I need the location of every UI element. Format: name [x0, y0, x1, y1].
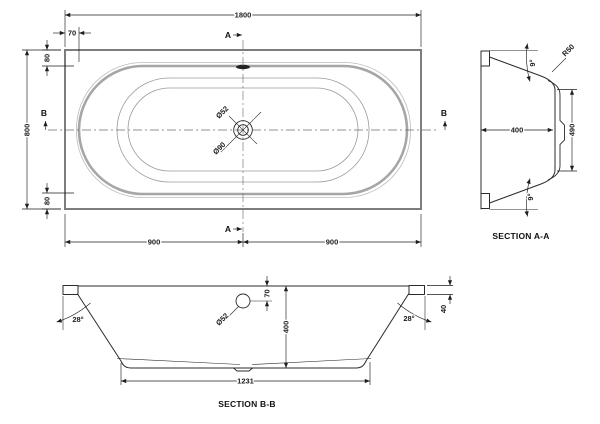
aa-base-label: 490 [568, 124, 577, 137]
bb-angle-left: 28° [56, 296, 91, 330]
bb-rim-edge-right [408, 285, 425, 295]
drain-outer-dia-label: Ø90 [211, 140, 227, 156]
aa-angle-top-label: 9° [528, 59, 537, 66]
overflow-mark [236, 64, 250, 70]
aa-angle-bottom-label: 9° [526, 193, 535, 200]
bb-dim-1231: 1231 [120, 362, 371, 387]
bb-dim-40: 40 [427, 276, 453, 314]
bb-rim-edge-left [62, 285, 79, 295]
aa-dim-400: 400 [481, 124, 553, 136]
tub-outer-rect [64, 49, 422, 210]
section-bb-title: SECTION B-B [218, 399, 275, 409]
section-aa-view: 400 490 9° 9° R50 SECTION A-A [480, 41, 578, 241]
inset-bottom-label: 80 [43, 197, 52, 205]
bb-drain-recess [233, 367, 253, 372]
bb-base-label: 1231 [237, 377, 254, 386]
dim-70: 70 [53, 27, 91, 62]
dim-900-halves: 900 900 [64, 214, 422, 248]
dim-800: 800 [21, 49, 61, 210]
drain-leader-90 [220, 111, 262, 153]
plan-view: Ø52 Ø90 1800 70 80 800 [21, 9, 448, 248]
aa-rim-edge-bottom [480, 193, 490, 209]
dim-1800: 1800 [64, 9, 422, 47]
drain-outer-circle [233, 120, 253, 140]
bb-rim-drop-label: 40 [439, 305, 448, 313]
plan-width-label: 800 [23, 124, 32, 137]
bb-angle-left-label: 28° [72, 315, 83, 324]
dim-80-top: 80 [41, 40, 74, 76]
section-aa-title: SECTION A-A [492, 231, 549, 241]
aa-outer-shell [547, 80, 565, 181]
bb-dim-70: 70 [250, 276, 273, 311]
bb-overflow-offset-label: 70 [263, 289, 272, 297]
marker-a-bottom: A [225, 224, 231, 234]
aa-angle-bottom: 9° [489, 178, 538, 217]
bb-shell-profile [77, 293, 409, 369]
aa-angle-top: 9° [489, 43, 538, 82]
bb-depth-label: 400 [282, 321, 291, 334]
aa-inner-profile [489, 56, 556, 204]
marker-b-left: B [41, 108, 47, 118]
aa-radius: R50 [551, 41, 578, 73]
bb-angle-right: 28° [397, 296, 432, 330]
aa-dim-490: 490 [557, 89, 578, 172]
bb-overflow-hole [235, 293, 251, 309]
half-right-label: 900 [326, 238, 339, 247]
bb-overflow-label-group: Ø52 [213, 306, 239, 329]
rim-offset-label: 70 [68, 29, 76, 38]
half-left-label: 900 [148, 238, 161, 247]
plan-length-label: 1800 [235, 11, 252, 20]
aa-radius-label: R50 [560, 42, 576, 58]
drain-inner-circle [237, 124, 249, 136]
inset-top-label: 80 [43, 54, 52, 62]
aa-depth-label: 400 [511, 126, 524, 135]
bb-interior-bottom [116, 358, 372, 365]
bb-dim-400: 400 [280, 286, 292, 368]
dim-80-bottom: 80 [41, 183, 74, 219]
section-bb-view: Ø52 70 400 40 28° [56, 276, 453, 409]
marker-b-right: B [441, 108, 447, 118]
aa-rim-edge-top [480, 50, 490, 67]
section-markers: A A B B [41, 30, 448, 234]
bb-overflow-dia-label: Ø52 [214, 311, 230, 327]
marker-a-top: A [225, 30, 231, 40]
bb-angle-right-label: 28° [403, 314, 414, 323]
drain-inner-dia-label: Ø52 [214, 104, 230, 120]
